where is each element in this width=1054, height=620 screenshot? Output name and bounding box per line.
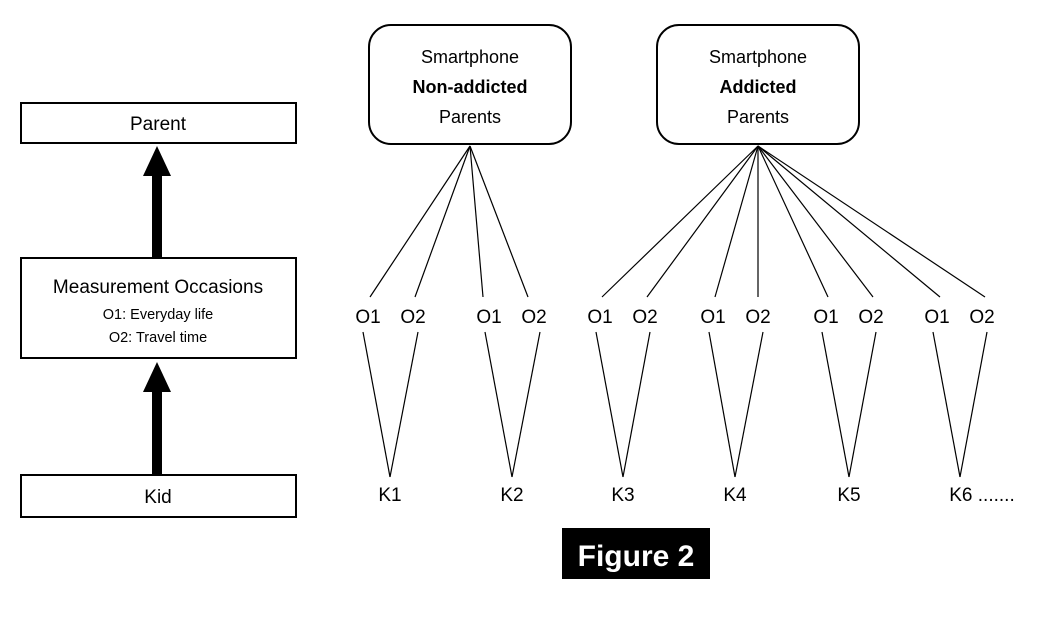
kid-level-box: Kid <box>20 474 297 518</box>
v-line <box>932 331 961 478</box>
v-line <box>362 331 391 478</box>
kid-box-rect <box>20 474 297 518</box>
occasion-label: O1 <box>924 307 949 328</box>
group-addicted: Smartphone Addicted Parents O1 O2 O1 O2 <box>587 24 1015 506</box>
occasion-label: O1 <box>476 307 501 328</box>
parent-level-box: Parent <box>20 102 297 144</box>
v-line <box>389 331 419 478</box>
occasion-label: O1 <box>700 307 725 328</box>
occasion-legend-o1: O1: Everyday life <box>103 307 213 323</box>
group-addicted-occasions: O1 O2 O1 O2 O1 O2 O1 O2 <box>587 307 994 328</box>
arrow-occasions-to-parent <box>143 146 171 258</box>
occasion-legend-o2: O2: Travel time <box>109 330 207 346</box>
left-panel: Parent Measurement Occasions O1: Everyda… <box>20 102 297 518</box>
group-non-addicted-line2: Non-addicted <box>413 77 528 97</box>
group-addicted-v-lines <box>595 331 988 478</box>
arrow-kid-to-occasions <box>143 362 171 475</box>
occasion-label: O1 <box>587 307 612 328</box>
group-non-addicted-v-lines <box>362 331 541 478</box>
kid-label: K6 ....... <box>949 485 1014 506</box>
group-non-addicted-fan-lines <box>369 145 529 298</box>
group-non-addicted-rect <box>368 24 572 145</box>
group-addicted-line1: Smartphone <box>709 47 807 67</box>
group-non-addicted-kids: K1 K2 <box>378 485 523 506</box>
measurement-occasions-rect <box>20 257 297 359</box>
group-addicted-line2: Addicted <box>719 77 796 97</box>
kid-box-label: Kid <box>144 487 171 508</box>
fan-line <box>714 145 759 298</box>
parent-box-rect <box>20 102 297 144</box>
occasion-label: O2 <box>521 307 546 328</box>
group-addicted-line3: Parents <box>727 107 789 127</box>
v-line <box>622 331 651 478</box>
group-non-addicted-line1: Smartphone <box>421 47 519 67</box>
fan-line <box>369 145 471 298</box>
v-line <box>708 331 736 478</box>
group-non-addicted-occasions: O1 O2 O1 O2 <box>355 307 546 328</box>
v-line <box>734 331 764 478</box>
arrow-head <box>143 146 171 176</box>
fan-line <box>414 145 471 298</box>
occasion-label: O2 <box>858 307 883 328</box>
group-addicted-kids: K3 K4 K5 K6 ....... <box>611 485 1014 506</box>
occasion-label: O1 <box>355 307 380 328</box>
v-line <box>821 331 850 478</box>
occasion-label: O2 <box>400 307 425 328</box>
occasion-label: O2 <box>745 307 770 328</box>
fan-line <box>757 145 829 298</box>
kid-label: K4 <box>723 485 747 506</box>
fan-line <box>757 145 941 298</box>
figure-caption-label: Figure 2 <box>578 540 695 573</box>
v-line <box>959 331 988 478</box>
kid-label: K2 <box>500 485 523 506</box>
v-line <box>511 331 541 478</box>
arrow-shaft <box>152 168 162 258</box>
figure-caption-bg <box>562 528 710 579</box>
occasion-label: O2 <box>632 307 657 328</box>
figure-caption: Figure 2 <box>562 528 710 579</box>
fan-line <box>469 145 529 298</box>
kid-label: K1 <box>378 485 401 506</box>
v-line <box>484 331 513 478</box>
fan-line <box>601 145 759 298</box>
fan-line <box>646 145 759 298</box>
parent-box-label: Parent <box>130 114 187 135</box>
v-line <box>848 331 877 478</box>
occasion-label: O1 <box>813 307 838 328</box>
occasion-label: O2 <box>969 307 994 328</box>
v-line <box>595 331 624 478</box>
measurement-occasions-label: Measurement Occasions <box>53 277 263 298</box>
arrow-shaft <box>152 385 162 475</box>
group-addicted-rect <box>656 24 860 145</box>
kid-label: K5 <box>837 485 860 506</box>
fan-line <box>757 145 874 298</box>
kid-label: K3 <box>611 485 634 506</box>
group-non-addicted-line3: Parents <box>439 107 501 127</box>
fan-line <box>469 145 484 298</box>
group-non-addicted: Smartphone Non-addicted Parents O1 O2 O1… <box>355 24 572 506</box>
measurement-occasions-box: Measurement Occasions O1: Everyday life … <box>20 257 297 359</box>
group-addicted-fan-lines <box>601 145 986 298</box>
fan-line <box>757 145 986 298</box>
arrow-head <box>143 362 171 392</box>
